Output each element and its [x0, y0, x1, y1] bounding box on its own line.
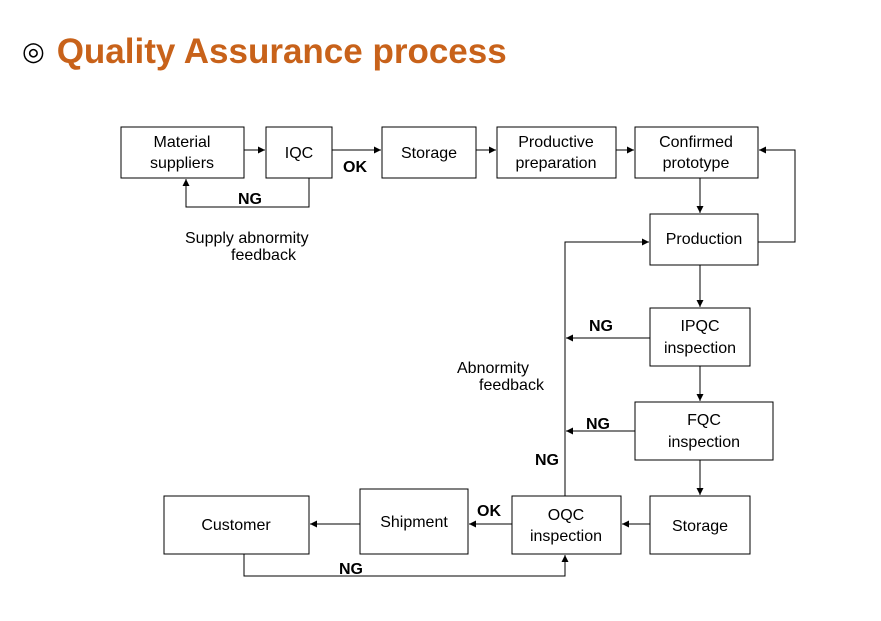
confirmed-prototype-label-line2: prototype	[663, 155, 730, 172]
oqc-label-line1: OQC	[548, 507, 584, 524]
productive-preparation-label-line1: Productive	[518, 134, 594, 151]
arrow-iqc-ng-to-suppliers	[182, 178, 310, 208]
material-suppliers-label-line1: Material	[154, 134, 211, 151]
arrow-customer-ng-to-oqc	[243, 554, 569, 577]
productive-preparation-box: Productive preparation	[496, 126, 617, 179]
abnormity-feedback-label-line2: feedback	[479, 377, 545, 394]
storage-top-box: Storage	[381, 126, 477, 179]
material-suppliers-box: Material suppliers	[120, 126, 245, 179]
oqc-ng-label: NG	[535, 452, 559, 469]
storage-top-label: Storage	[401, 145, 457, 162]
shipment-box: Shipment	[359, 488, 469, 555]
fqc-label-line1: FQC	[687, 412, 721, 429]
ipqc-ng-label: NG	[589, 318, 613, 335]
oqc-inspection-box: OQC inspection	[511, 495, 622, 555]
abnormity-feedback-label-line1: Abnormity	[457, 360, 529, 377]
confirmed-prototype-box: Confirmed prototype	[634, 126, 759, 179]
ipqc-inspection-box: IPQC inspection	[649, 307, 751, 367]
customer-ng-label: NG	[339, 561, 363, 578]
fqc-ng-label: NG	[586, 416, 610, 433]
arrow-production-to-prototype	[758, 146, 796, 243]
material-suppliers-label-line2: suppliers	[150, 155, 214, 172]
confirmed-prototype-label-line1: Confirmed	[659, 134, 733, 151]
iqc-label: IQC	[285, 145, 313, 162]
page-title: ◎ Quality Assurance process	[22, 30, 507, 74]
double-circle-icon: ◎	[22, 37, 45, 67]
arrow-feedback-to-production	[564, 238, 649, 496]
supply-feedback-label-line1: Supply abnormity	[185, 230, 309, 247]
customer-label: Customer	[201, 517, 271, 534]
iqc-box: IQC	[265, 126, 333, 179]
storage-bottom-box: Storage	[649, 495, 751, 555]
oqc-ok-label: OK	[477, 503, 501, 520]
supply-feedback-label-line2: feedback	[231, 247, 297, 264]
customer-box: Customer	[163, 495, 310, 555]
ipqc-label-line2: inspection	[664, 340, 736, 357]
fqc-inspection-box: FQC inspection	[634, 401, 774, 461]
oqc-label-line2: inspection	[530, 528, 602, 545]
iqc-ng-label: NG	[238, 191, 262, 208]
productive-preparation-label-line2: preparation	[516, 155, 597, 172]
production-box: Production	[649, 213, 759, 266]
production-label: Production	[666, 231, 743, 248]
ipqc-label-line1: IPQC	[680, 318, 719, 335]
storage-bottom-label: Storage	[672, 518, 728, 535]
fqc-label-line2: inspection	[668, 434, 740, 451]
iqc-ok-label: OK	[343, 159, 367, 176]
title-text: Quality Assurance process	[56, 32, 507, 71]
shipment-label: Shipment	[380, 514, 448, 531]
